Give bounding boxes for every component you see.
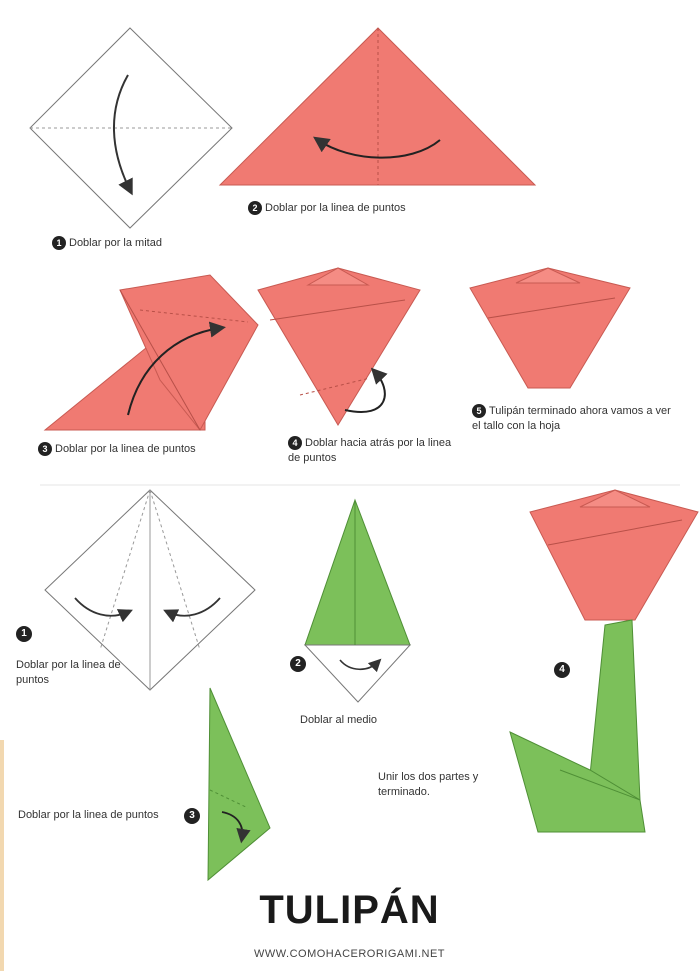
stem-step-2-number: 2	[290, 656, 306, 672]
stem-step-2-text: Doblar al medio	[300, 713, 377, 728]
stem-step-4-number: 4	[554, 662, 570, 678]
stem-step-3-number: 3	[184, 808, 200, 824]
flower-step-3-number: 3	[38, 442, 52, 456]
flower-step-5-text: Tulipán terminado ahora vamos a ver el t…	[472, 405, 671, 432]
flower-step-2-text: Doblar por la linea de puntos	[265, 202, 406, 214]
stem-step-1-text: Doblar por la linea de puntos	[16, 658, 126, 688]
flower-step-5-number: 5	[472, 404, 486, 418]
flower-step-2-triangle	[220, 28, 535, 185]
flower-step-1-text: Doblar por la mitad	[69, 237, 162, 249]
stem-step-4-finished	[510, 490, 698, 832]
flower-step-3-fold	[45, 275, 258, 430]
flower-step-4-text: Doblar hacia atrás por la linea de punto…	[288, 437, 451, 464]
stem-step-1-number: 1	[16, 626, 32, 642]
stem-step-4-text: Unir los dos partes y terminado.	[378, 770, 508, 800]
flower-step-1-square	[30, 28, 232, 228]
flower-step-5-tulip	[470, 268, 630, 388]
left-edge-tint	[0, 740, 4, 971]
flower-step-1-number: 1	[52, 236, 66, 250]
flower-step-4-number: 4	[288, 436, 302, 450]
stem-step-3-stem	[208, 688, 270, 880]
page-title: TULIPÁN	[0, 888, 699, 933]
flower-step-4-tulip	[258, 268, 420, 425]
stem-step-2-kite	[305, 500, 410, 702]
flower-step-3-text: Doblar por la linea de puntos	[55, 443, 196, 455]
website-url: WWW.COMOHACERORIGAMI.NET	[0, 948, 699, 960]
stem-step-3-text: Doblar por la linea de puntos	[18, 808, 178, 823]
flower-step-2-number: 2	[248, 201, 262, 215]
